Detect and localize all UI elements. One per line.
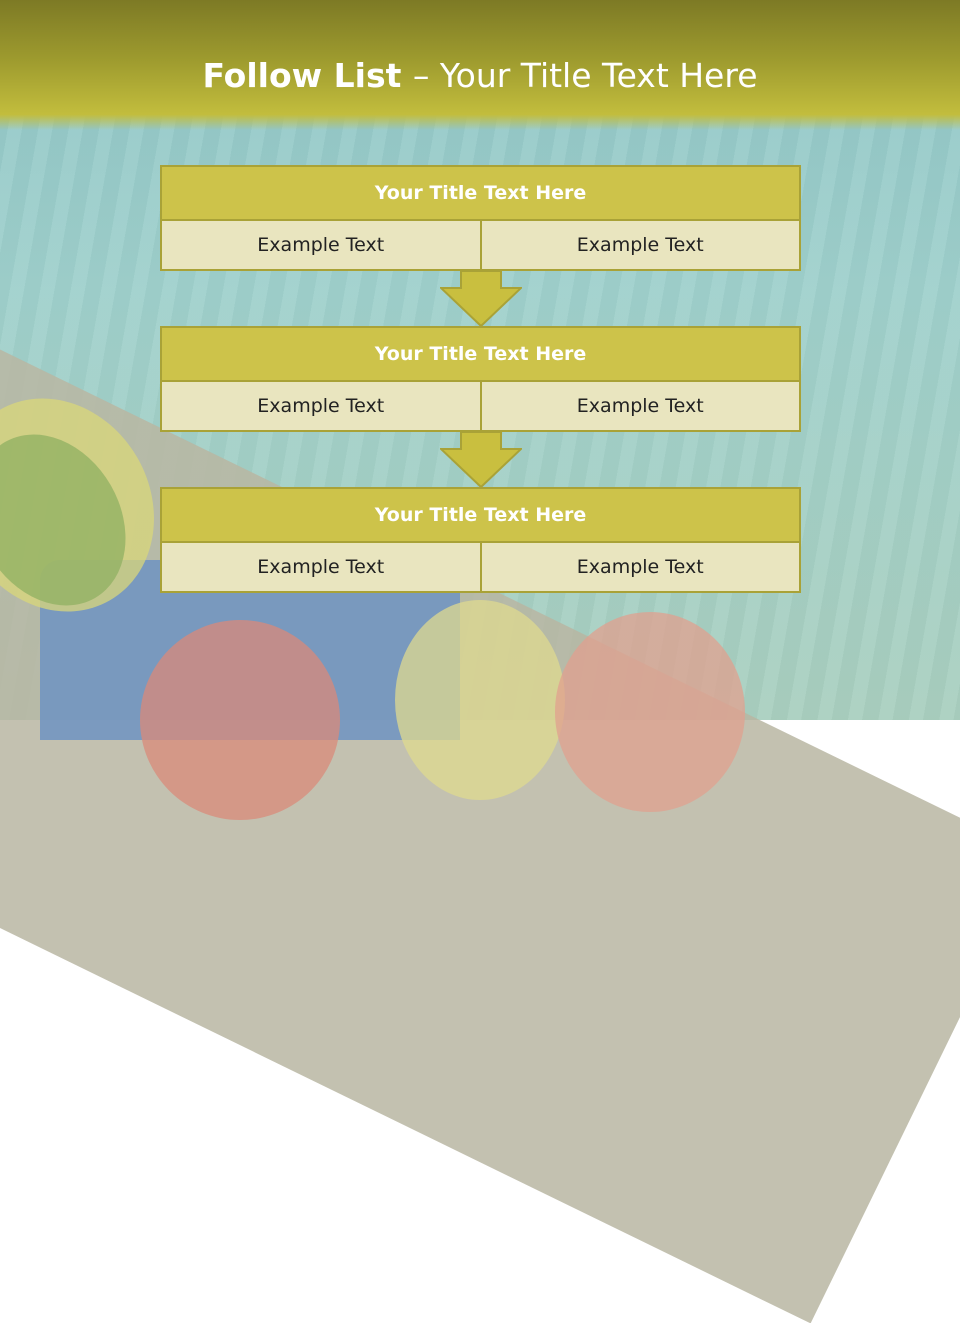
block-title: Your Title Text Here bbox=[160, 326, 801, 382]
block-title: Your Title Text Here bbox=[160, 487, 801, 543]
title-banner: Follow List – Your Title Text Here bbox=[0, 0, 960, 130]
slide-title-bold: Follow List bbox=[202, 56, 413, 95]
list-block: Your Title Text Here Example Text Exampl… bbox=[160, 165, 801, 271]
block-cell-left: Example Text bbox=[160, 382, 482, 432]
block-cell-left: Example Text bbox=[160, 543, 482, 593]
slide-title-rest: – Your Title Text Here bbox=[412, 56, 758, 95]
block-cell-right: Example Text bbox=[481, 543, 801, 593]
down-arrow-icon bbox=[440, 271, 522, 327]
slide-title: Follow List – Your Title Text Here bbox=[0, 56, 960, 96]
flipflop-image bbox=[395, 600, 565, 800]
flipflop-image bbox=[555, 612, 745, 812]
block-cell-right: Example Text bbox=[481, 382, 801, 432]
block-cell-left: Example Text bbox=[160, 221, 482, 271]
list-block: Your Title Text Here Example Text Exampl… bbox=[160, 326, 801, 432]
list-block: Your Title Text Here Example Text Exampl… bbox=[160, 487, 801, 593]
block-title: Your Title Text Here bbox=[160, 165, 801, 221]
flipflop-image bbox=[140, 620, 340, 820]
down-arrow-icon bbox=[440, 432, 522, 488]
block-cell-right: Example Text bbox=[481, 221, 801, 271]
